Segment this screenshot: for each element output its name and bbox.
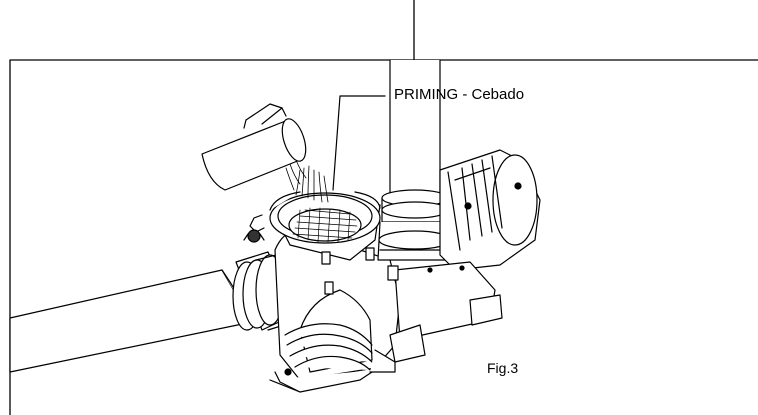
housing-bolts [321, 247, 399, 295]
pump-motor [439, 149, 541, 271]
discharge-pipe [377, 59, 453, 261]
strainer-basket-mesh [292, 207, 358, 243]
strainer-pot [243, 191, 381, 261]
suction-union [232, 251, 301, 331]
figure-number-label: Fig.3 [487, 360, 519, 376]
suction-pipe [9, 269, 253, 373]
callout-leader-line [332, 95, 386, 191]
figure-frame [9, 0, 758, 415]
priming-callout-label: PRIMING - Cebado [394, 86, 525, 103]
pump-base [369, 261, 503, 373]
priming-bucket [201, 103, 307, 191]
